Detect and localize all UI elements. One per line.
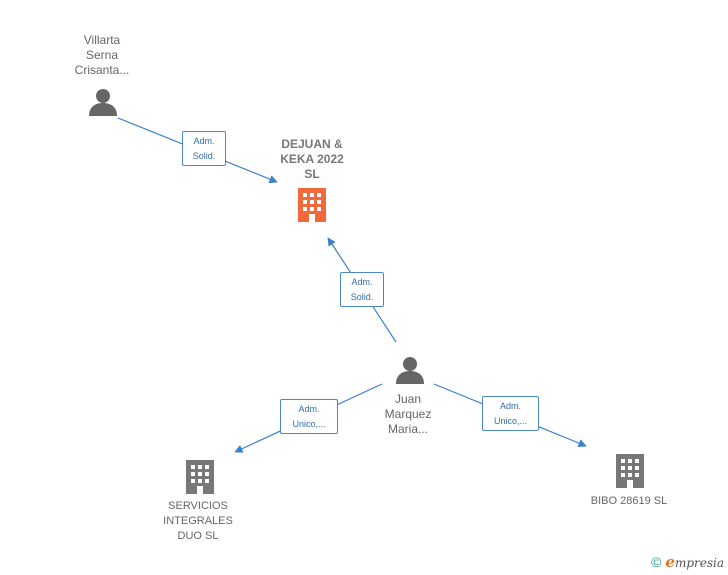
badge-line: Solid. xyxy=(192,151,216,161)
person-icon[interactable] xyxy=(89,89,117,116)
badge-line: Solid. xyxy=(350,292,374,302)
label-line: Marquez xyxy=(384,407,432,421)
label-line: BIBO 28619 SL xyxy=(590,495,668,507)
label-line: INTEGRALES xyxy=(163,515,233,527)
building-icon[interactable] xyxy=(298,188,326,222)
label-line: DEJUAN & xyxy=(281,137,343,151)
edge-badge-juan-bibo[interactable]: Adm. Unico,... xyxy=(482,396,539,431)
brand-initial: e xyxy=(665,553,675,571)
copyright-icon: © xyxy=(651,554,662,570)
badge-line: Adm. xyxy=(499,401,521,411)
brand-rest: mpresia xyxy=(674,556,724,570)
label-line: Villarta xyxy=(83,33,121,47)
label-line: Crisanta... xyxy=(74,63,130,77)
label-line: KEKA 2022 xyxy=(280,152,344,166)
label-line: SERVICIOS xyxy=(168,500,228,512)
label-line: SL xyxy=(304,167,320,181)
edge-badge-villarta-dejuan[interactable]: Adm. Solid. xyxy=(182,131,226,166)
label-line: Serna xyxy=(85,48,119,62)
building-icon[interactable] xyxy=(186,460,214,494)
edge-badge-juan-dejuan[interactable]: Adm. Solid. xyxy=(340,272,384,307)
badge-line: Unico,... xyxy=(292,419,326,429)
badge-line: Unico,... xyxy=(493,416,527,426)
building-icon[interactable] xyxy=(616,454,644,488)
node-label-villarta[interactable]: Villarta Serna Crisanta... xyxy=(60,33,144,78)
label-line: DUO SL xyxy=(177,530,219,542)
node-label-servicios[interactable]: SERVICIOS INTEGRALES DUO SL xyxy=(148,499,248,544)
person-icon[interactable] xyxy=(396,357,424,384)
label-line: Juan xyxy=(394,392,422,406)
edge-badge-juan-servicios[interactable]: Adm. Unico,... xyxy=(280,399,338,434)
badge-line: Adm. xyxy=(351,277,373,287)
badge-line: Adm. xyxy=(193,136,215,146)
badge-line: Adm. xyxy=(298,404,320,414)
node-label-dejuan[interactable]: DEJUAN & KEKA 2022 SL xyxy=(262,137,362,182)
node-label-bibo[interactable]: BIBO 28619 SL xyxy=(570,494,688,509)
label-line: Maria... xyxy=(387,422,428,436)
brand-logo[interactable]: empresia xyxy=(665,553,724,571)
node-label-juan[interactable]: Juan Marquez Maria... xyxy=(368,392,448,437)
footer-watermark: © empresia xyxy=(651,553,724,571)
